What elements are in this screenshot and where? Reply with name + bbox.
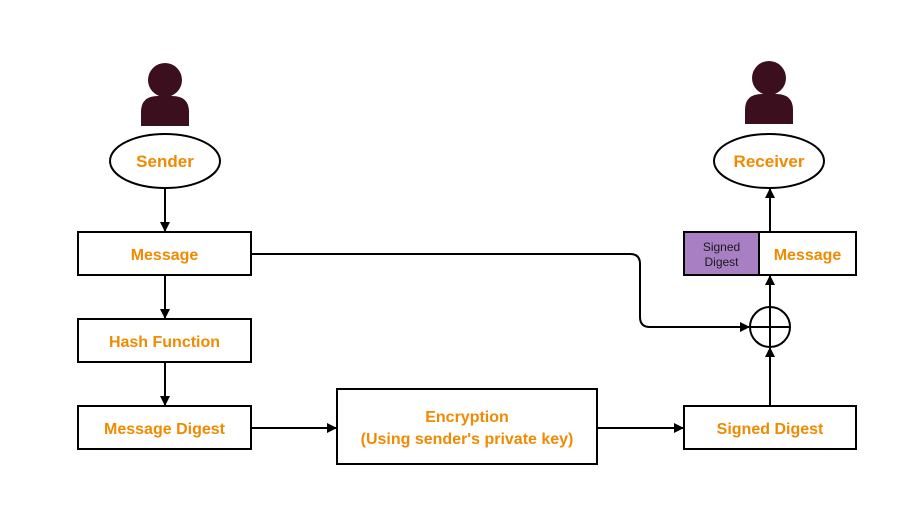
encryption-box: Encryption (Using sender's private key) xyxy=(336,388,598,465)
message-digest-label: Message Digest xyxy=(104,421,226,438)
combined-message-cell xyxy=(758,231,857,276)
receiver-label: Receiver xyxy=(734,152,805,171)
combined-signed-digest-label-line1: Signed xyxy=(703,240,740,254)
receiver-person-icon xyxy=(745,61,793,124)
encryption-label: Encryption xyxy=(425,409,509,426)
sender-label: Sender xyxy=(136,152,194,171)
combined-signed-digest-label-line2: Digest xyxy=(704,255,739,269)
signed-digest-label: Signed Digest xyxy=(717,421,824,438)
receiver-node: Receiver xyxy=(713,133,825,189)
hash-function-box: Hash Function xyxy=(77,318,252,363)
arrow-message-to-combiner xyxy=(251,253,750,332)
message-box: Message xyxy=(77,231,252,276)
sender-person-icon xyxy=(141,63,189,126)
message-box-label: Message xyxy=(131,247,199,264)
combined-message-label: Message xyxy=(774,247,842,264)
combined-signed-message-box: Signed Digest Message xyxy=(683,231,857,276)
circled-plus-icon xyxy=(749,306,791,348)
encryption-sublabel: (Using sender's private key) xyxy=(361,431,574,448)
message-digest-box: Message Digest xyxy=(77,405,252,450)
sender-node: Sender xyxy=(109,133,221,189)
signed-digest-box: Signed Digest xyxy=(683,405,857,450)
hash-function-label: Hash Function xyxy=(109,334,220,351)
combined-signed-digest-cell xyxy=(683,231,760,276)
